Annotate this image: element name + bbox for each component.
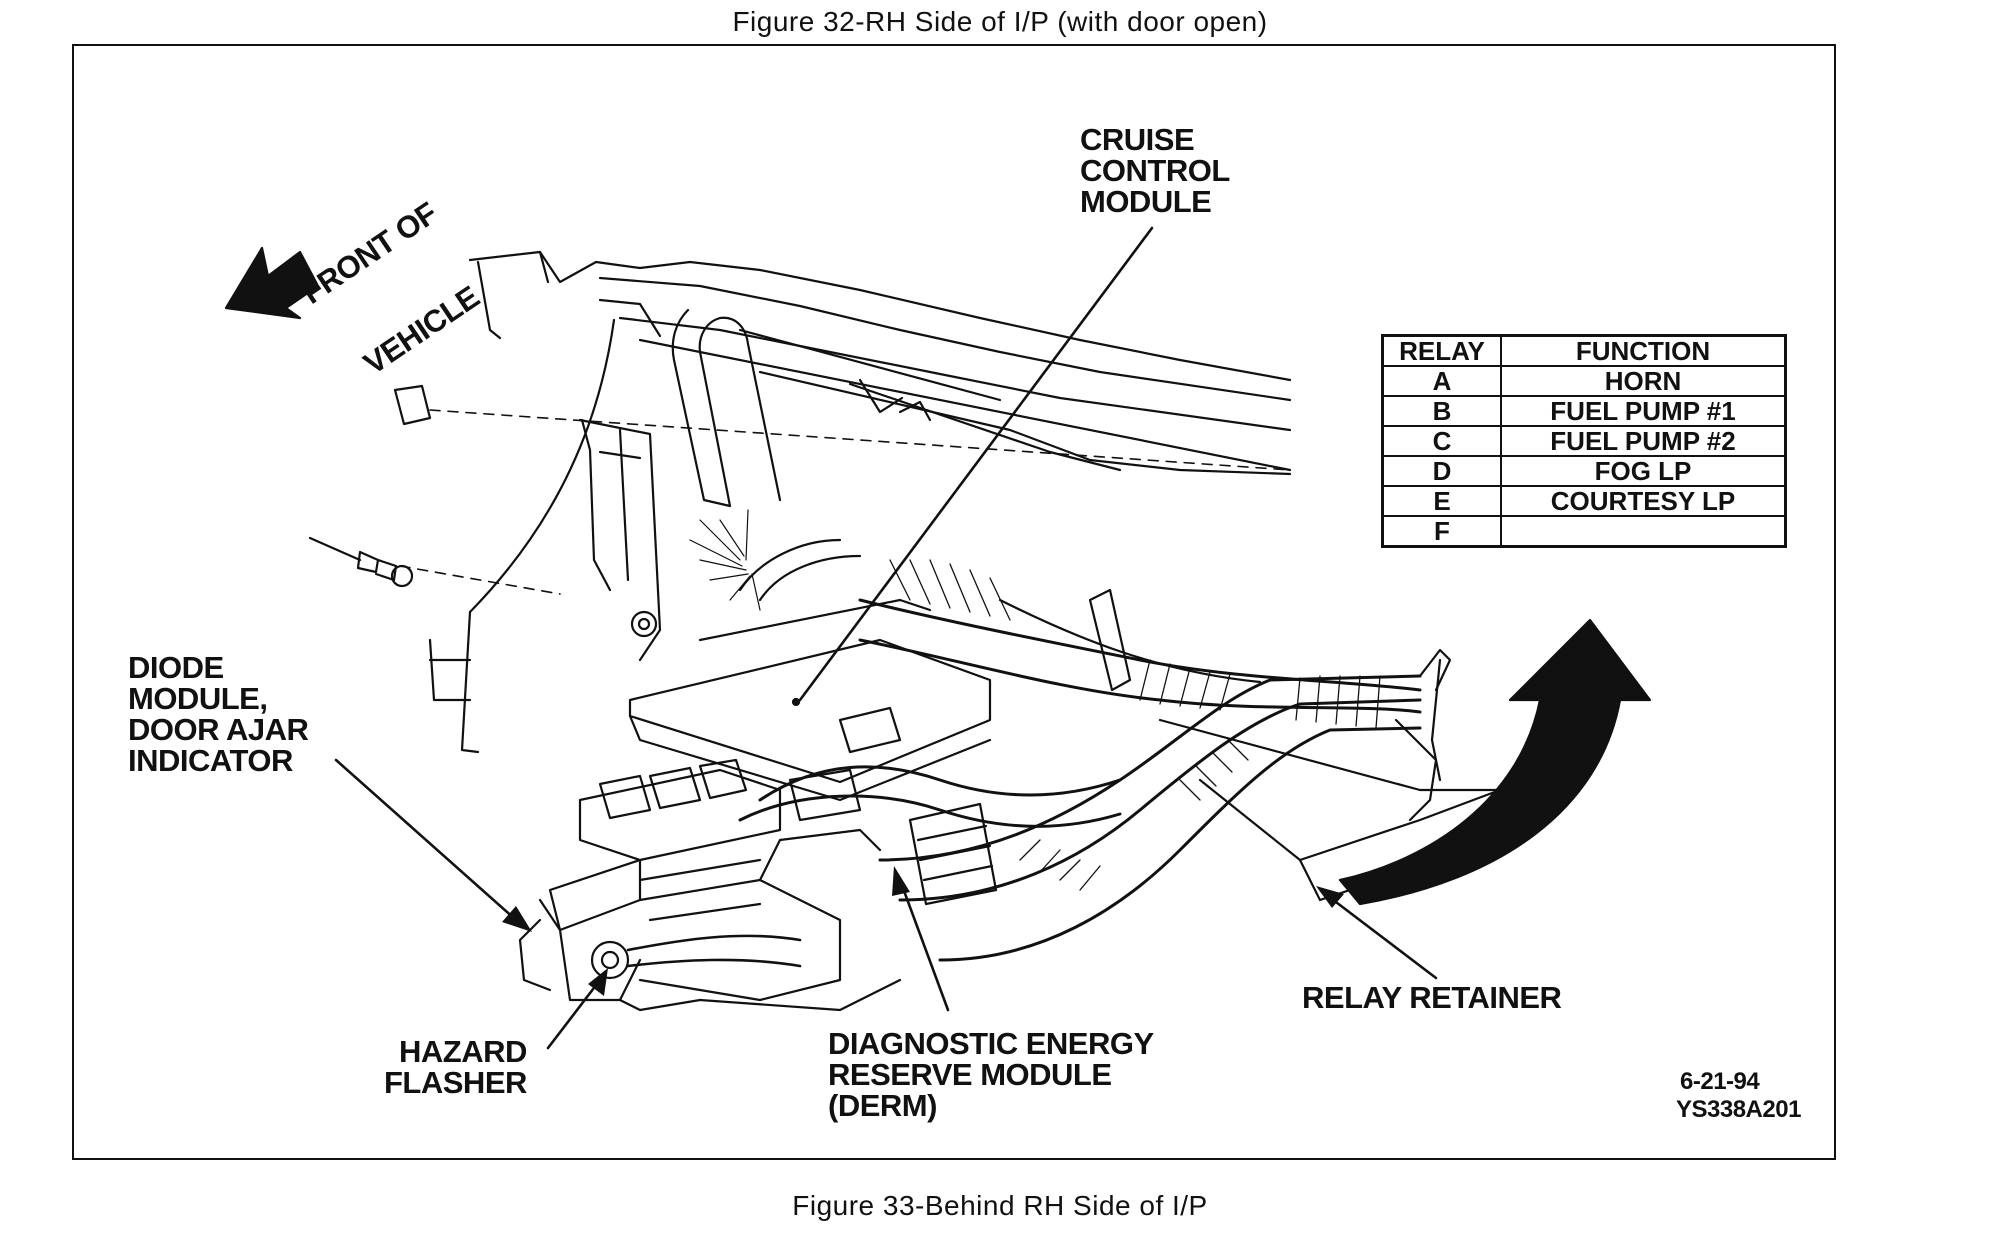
relay-column-header: RELAY	[1381, 334, 1502, 367]
diode-module-label: DIODE MODULE, DOOR AJAR INDICATOR	[128, 650, 309, 778]
function-column-header: FUNCTION	[1500, 334, 1787, 367]
date-label: 6-21-94	[1680, 1068, 1760, 1095]
function-cell: FUEL PUMP #1	[1500, 395, 1787, 427]
relay-retainer-leader-line	[1326, 894, 1438, 980]
cruise-control-module-label: CRUISE CONTROL MODULE	[1080, 122, 1230, 219]
function-cell: COURTESY LP	[1500, 485, 1787, 517]
hazard-flasher-label: HAZARD FLASHER	[384, 1034, 527, 1100]
relay-cell: D	[1381, 455, 1502, 487]
cruise-leader-line	[798, 226, 1154, 702]
relay-function-table: RELAY FUNCTION A HORN B FUEL PUMP #1 C F…	[1381, 334, 1787, 548]
relay-cell: A	[1381, 365, 1502, 397]
figure-frame	[72, 44, 1836, 1160]
table-row: A HORN	[1381, 365, 1787, 397]
function-cell: HORN	[1500, 365, 1787, 397]
table-row: D FOG LP	[1381, 455, 1787, 487]
derm-leader-line	[898, 878, 950, 1012]
table-row: F	[1381, 515, 1787, 548]
diode-leader-line	[334, 758, 518, 922]
relay-table-header-row: RELAY FUNCTION	[1381, 334, 1787, 367]
table-row: C FUEL PUMP #2	[1381, 425, 1787, 457]
front-of-vehicle-arrow-icon	[224, 246, 320, 320]
relay-retainer-label: RELAY RETAINER	[1302, 980, 1562, 1015]
front-of-vehicle-line1: FRONT OF	[295, 195, 444, 311]
relay-cell: C	[1381, 425, 1502, 457]
relay-cell: E	[1381, 485, 1502, 517]
hazard-leader-line	[546, 978, 602, 1050]
function-cell: FOG LP	[1500, 455, 1787, 487]
figure-32-caption: Figure 32-RH Side of I/P (with door open…	[732, 6, 1268, 37]
table-row: E COURTESY LP	[1381, 485, 1787, 517]
relay-cell: B	[1381, 395, 1502, 427]
function-cell: FUEL PUMP #2	[1500, 425, 1787, 457]
relay-pointer-arrow-icon	[1338, 618, 1652, 906]
figure-33-caption: Figure 33-Behind RH Side of I/P	[792, 1190, 1208, 1221]
function-cell	[1500, 515, 1787, 548]
figure-code-label: YS338A201	[1676, 1096, 1801, 1123]
table-row: B FUEL PUMP #1	[1381, 395, 1787, 427]
derm-label: DIAGNOSTIC ENERGY RESERVE MODULE (DERM)	[828, 1026, 1154, 1123]
relay-cell: F	[1381, 515, 1502, 548]
